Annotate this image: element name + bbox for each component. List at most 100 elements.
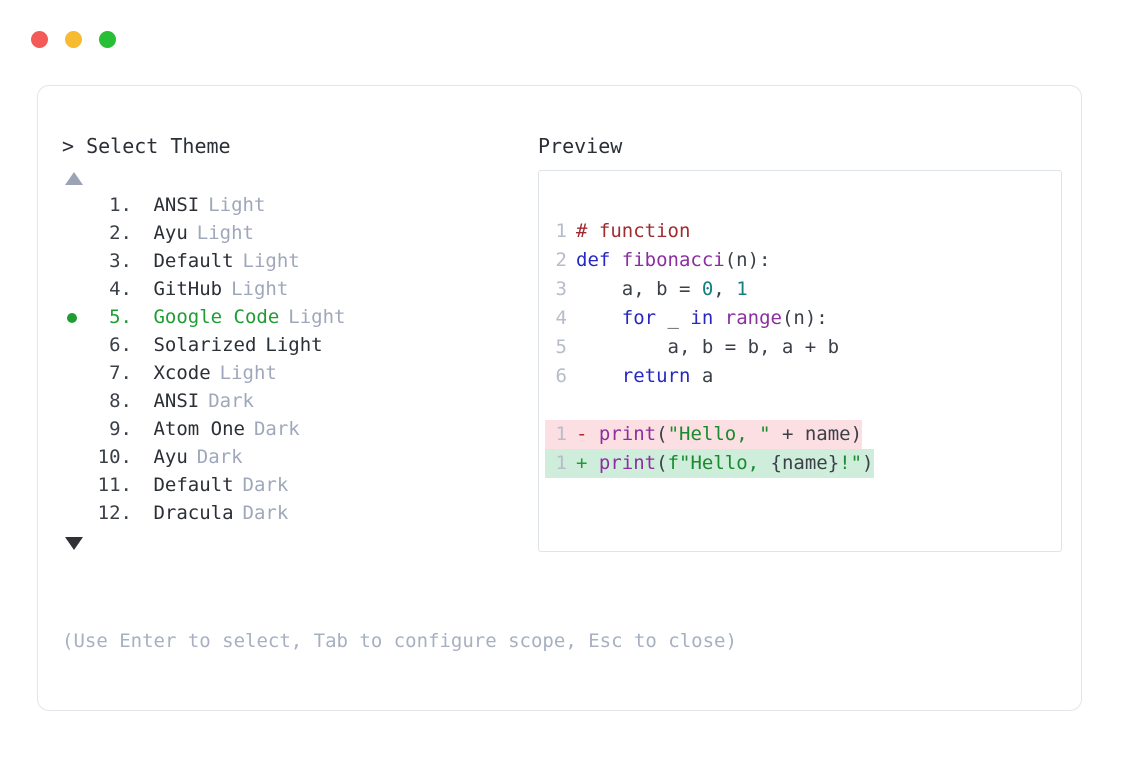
code-token: ( [656,452,668,474]
code-token: "Hello, " [667,423,771,445]
code-token: fibonacci [621,249,725,271]
code-line-text: return a [576,362,714,391]
theme-item-number: 11. [97,474,132,496]
code-token: ) [862,452,874,474]
theme-item-variant: Light [265,334,323,356]
selection-marker-cell [62,248,92,276]
code-line-number: 4 [555,307,567,329]
code-token [587,452,598,474]
theme-item-name: ANSI [153,194,200,216]
theme-item-number: 9. [109,418,132,440]
theme-item-number: 6. [109,334,132,356]
code-line-text: for _ in range(n): [576,304,828,333]
code-token: 1 [736,278,748,300]
code-line: 4 for _ in range(n): [545,304,874,333]
theme-item-name: Atom One [153,418,245,440]
code-token: (n): [724,249,771,271]
theme-item-spacer [132,443,153,471]
code-line-text: # function [576,217,690,246]
diff-sign: + [576,452,588,474]
preview-label: Preview [538,134,623,158]
selected-bullet-icon [67,313,77,323]
theme-item-name: Solarized [153,334,257,356]
theme-item-number: 12. [97,502,132,524]
theme-item-spacer [132,359,153,387]
theme-item-variant: Light [231,278,289,300]
keyboard-hint: (Use Enter to select, Tab to configure s… [62,630,737,652]
theme-list-item[interactable]: 8. ANSI Dark [62,387,532,415]
theme-item-name: Google Code [153,306,280,328]
minimize-button[interactable] [65,31,82,48]
theme-item-variant: Light [242,250,300,272]
theme-item-number: 7. [109,362,132,384]
theme-item-name: ANSI [153,390,200,412]
code-token: {name} [770,452,840,474]
code-token: ( [656,423,668,445]
diff-line-add: 1+ print(f"Hello, {name}!") [545,449,874,478]
scroll-up-icon[interactable] [65,172,83,185]
theme-list-item[interactable]: 6. Solarized Light [62,331,532,359]
code-line-number: 6 [555,365,567,387]
theme-item-spacer [132,219,153,247]
code-blank-line [545,391,874,420]
theme-item-spacer [132,499,153,527]
code-token: a, b = b, a + b [576,336,840,358]
code-token: 0 [701,278,714,300]
theme-item-number: 10. [97,446,132,468]
diff-line-del: 1- print("Hello, " + name) [545,420,874,449]
theme-item-variant: Dark [242,474,289,496]
theme-item-variant: Dark [253,418,300,440]
theme-item-spacer [132,191,153,219]
theme-item-variant: Light [208,194,266,216]
code-line-number: 2 [555,249,567,271]
selection-marker-cell [62,416,92,444]
prompt-caret-icon: > [62,134,75,158]
code-line-number: 5 [555,336,567,358]
theme-item-number: 8. [109,390,132,412]
code-token: range [724,307,782,329]
scroll-down-icon[interactable] [65,537,83,550]
code-token: f"Hello, [667,452,771,474]
maximize-button[interactable] [99,31,116,48]
code-token [576,365,622,387]
theme-item-name: Default [153,474,234,496]
theme-item-spacer [132,275,153,303]
theme-list-item[interactable]: 10. Ayu Dark [62,443,532,471]
theme-item-spacer [132,331,153,359]
selection-marker-cell [62,192,92,220]
theme-item-variant: Dark [196,446,243,468]
theme-item-name: Ayu [153,446,188,468]
close-button[interactable] [31,31,48,48]
window-controls [31,31,116,48]
code-token: a, b = [576,278,702,300]
theme-item-name: Xcode [153,362,211,384]
code-line: 1# function [545,217,874,246]
diff-line-number: 1 [545,449,576,478]
selection-marker-cell [62,472,92,500]
diff-line-text: + print(f"Hello, {name}!") [576,449,874,478]
theme-item-name: Dracula [153,502,234,524]
theme-list-item[interactable]: 9. Atom One Dark [62,415,532,443]
selection-marker-cell [62,388,92,416]
code-token: print [598,452,657,474]
code-token: in [690,307,714,329]
diff-line-text: - print("Hello, " + name) [576,420,863,449]
theme-item-variant: Dark [208,390,254,412]
theme-list-item[interactable]: 11. Default Dark [62,471,532,499]
code-token: return [621,365,691,387]
theme-item-number: 3. [109,250,132,272]
